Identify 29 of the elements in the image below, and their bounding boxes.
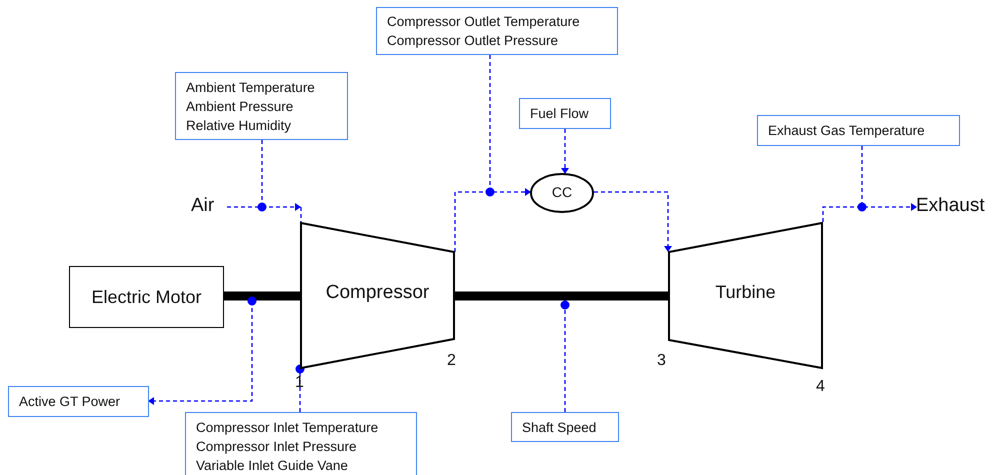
station-number: 3 — [657, 352, 666, 370]
leader-line — [258, 140, 266, 212]
sensor-label-box: Active GT Power — [8, 386, 149, 417]
motor-box: Electric Motor — [69, 266, 224, 328]
flow-arrow — [594, 191, 672, 252]
component-label: Turbine — [714, 282, 777, 303]
shaft-line — [455, 292, 668, 300]
station-number: 2 — [447, 352, 456, 370]
sensor-label-box: Compressor Inlet Temperature Compressor Inlet Pressure Variable Inlet Guide Vane — [185, 412, 417, 475]
flow-label: Exhaust — [916, 195, 996, 219]
sensor-label-box: Compressor Outlet Temperature Compressor Outlet Pressure — [376, 7, 618, 55]
sensor-label-box: Exhaust Gas Temperature — [757, 115, 960, 146]
flow-arrow — [227, 203, 301, 211]
sensor-label-box: Fuel Flow — [519, 98, 611, 129]
leader-line — [858, 146, 866, 212]
shaft-line — [224, 292, 300, 300]
flow-arrow — [561, 129, 569, 174]
sensor-label-box: Shaft Speed — [511, 412, 619, 442]
sensor-label-box: Ambient Temperature Ambient Pressure Relative Humidity — [175, 72, 348, 140]
flow-label: Air — [191, 195, 227, 219]
leader-line — [486, 55, 494, 196]
flow-arrow — [822, 203, 917, 222]
leader-line — [148, 296, 256, 405]
leader-line — [560, 300, 570, 412]
flow-arrow — [454, 188, 531, 252]
component-label: CC — [550, 184, 574, 200]
station-number: 1 — [295, 374, 304, 392]
component-label: Compressor — [324, 282, 430, 304]
station-number: 4 — [816, 378, 825, 396]
